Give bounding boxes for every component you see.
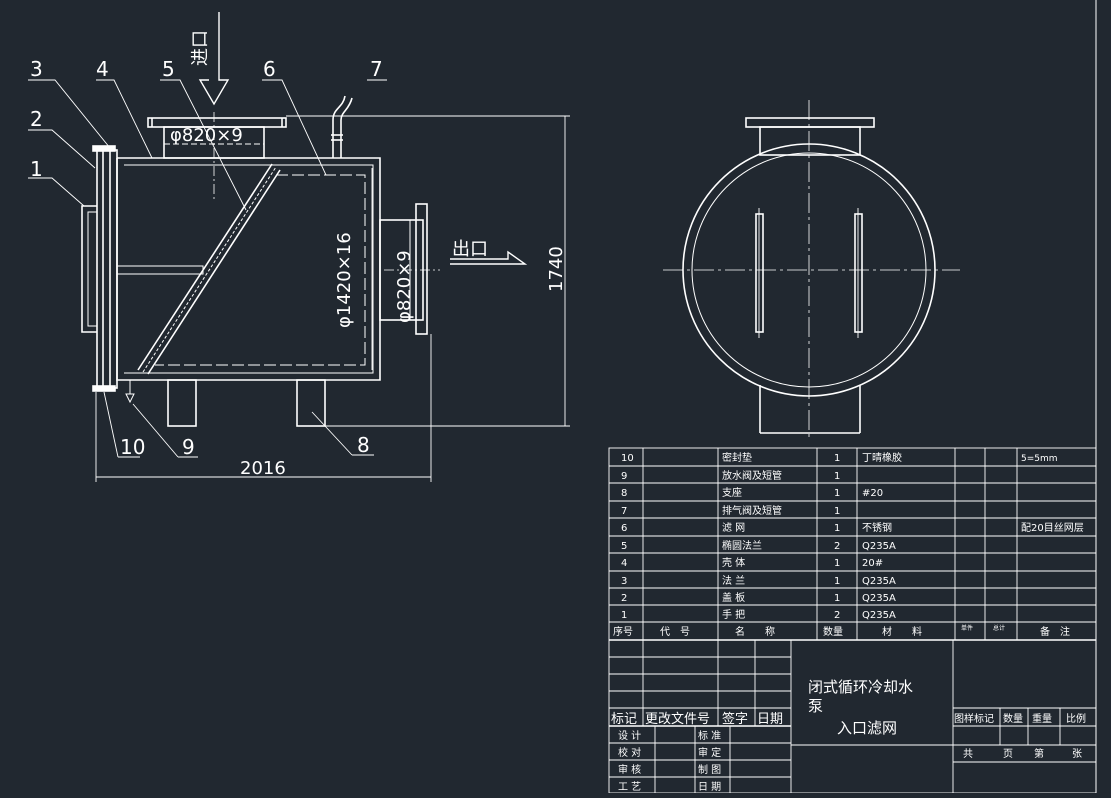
title-line-1: 闭式循环冷却水 xyxy=(808,678,913,696)
row6-no: 6 xyxy=(621,523,627,534)
row6-qty: 1 xyxy=(834,523,840,534)
row5-name: 椭圆法兰 xyxy=(722,539,762,552)
row8-no: 8 xyxy=(621,488,627,499)
row10-no: 10 xyxy=(621,453,634,464)
parts-table xyxy=(608,447,1097,794)
label-date: 日 期 xyxy=(698,781,721,793)
outlet-label: 出口 xyxy=(452,239,488,260)
row10-name: 密封垫 xyxy=(722,451,752,464)
row8-name: 支座 xyxy=(722,486,742,499)
row7-qty: 1 xyxy=(834,506,840,517)
row9-qty: 1 xyxy=(834,471,840,482)
label-design: 设 计 xyxy=(618,729,641,742)
callout-6: 6 xyxy=(263,57,276,81)
row1-material: Q235A xyxy=(862,610,896,621)
side-view xyxy=(663,100,960,440)
callout-8: 8 xyxy=(357,433,370,457)
callout-10: 10 xyxy=(120,435,145,459)
rev-label-date: 日期 xyxy=(757,712,783,727)
dim-inlet-pipe: φ820×9 xyxy=(170,125,243,146)
dim-length: 2016 xyxy=(240,458,286,479)
row7-name: 排气阀及短管 xyxy=(722,504,782,517)
label-standard: 标 准 xyxy=(698,730,721,742)
header-remark: 备 注 xyxy=(1040,625,1070,638)
dim-height: 1740 xyxy=(546,246,567,292)
row9-name: 放水阀及短管 xyxy=(722,469,782,482)
row3-material: Q235A xyxy=(862,576,896,587)
row2-qty: 1 xyxy=(834,593,840,604)
row4-name: 壳 体 xyxy=(722,556,745,569)
label-sheet-no: 第 xyxy=(1034,747,1044,760)
dimension-lines xyxy=(95,115,570,482)
row7-no: 7 xyxy=(621,506,627,517)
rev-label-doc: 更改文件号 xyxy=(645,712,710,727)
inlet-label: 进口 xyxy=(190,30,211,66)
label-pages: 页 xyxy=(1003,748,1013,760)
title-line-2: 泵 xyxy=(808,697,823,715)
callout-7: 7 xyxy=(370,57,383,81)
label-stage-scale: 比例 xyxy=(1066,712,1086,725)
row1-no: 1 xyxy=(621,610,627,621)
callout-1: 1 xyxy=(30,157,43,181)
row6-material: 不锈钢 xyxy=(862,521,892,534)
dim-shell: φ1420×16 xyxy=(334,232,355,328)
header-material: 材 料 xyxy=(882,625,922,638)
label-approve: 审 定 xyxy=(698,746,721,759)
title-block-text: 闭式循环冷却水 泵 入口滤网 标记 更改文件号 签字 日期 设 计 校 对 审 … xyxy=(611,678,1086,793)
row10-material: 丁晴橡胶 xyxy=(862,451,902,464)
callout-2: 2 xyxy=(30,107,43,131)
row3-no: 3 xyxy=(621,576,627,587)
row5-material: Q235A xyxy=(862,541,896,552)
header-no: 序号 xyxy=(613,625,633,638)
inlet-arrow-icon xyxy=(198,12,230,106)
label-stage-mark: 图样标记 xyxy=(954,712,994,725)
header-unit-weight: 单件 xyxy=(961,624,973,632)
callout-3: 3 xyxy=(30,57,43,81)
label-review: 审 核 xyxy=(618,763,641,776)
row2-no: 2 xyxy=(621,593,627,604)
row6-remark: 配20目丝网层 xyxy=(1021,522,1084,534)
row2-name: 盖 板 xyxy=(722,591,745,604)
row8-material: #20 xyxy=(862,488,883,499)
row4-no: 4 xyxy=(621,558,627,569)
row3-name: 法 兰 xyxy=(722,574,745,587)
header-name: 名 称 xyxy=(735,625,775,638)
outlet-arrow-icon xyxy=(450,250,528,265)
row4-material: 20# xyxy=(862,558,883,569)
row4-qty: 1 xyxy=(834,558,840,569)
row2-material: Q235A xyxy=(862,593,896,604)
row10-qty: 1 xyxy=(834,453,840,464)
row6-name: 滤 网 xyxy=(722,521,745,534)
header-code: 代 号 xyxy=(660,626,690,638)
dim-outlet-pipe: φ820×9 xyxy=(394,250,415,323)
row9-no: 9 xyxy=(621,471,627,482)
row1-name: 手 把 xyxy=(722,608,745,621)
callout-4: 4 xyxy=(96,57,109,81)
row8-qty: 1 xyxy=(834,488,840,499)
label-stage-qty: 数量 xyxy=(1003,712,1023,725)
label-draw: 制 图 xyxy=(698,763,721,776)
row1-qty: 2 xyxy=(834,610,840,621)
rev-label-sign: 签字 xyxy=(722,711,748,727)
header-qty: 数量 xyxy=(823,625,843,638)
callout-leaders xyxy=(28,79,387,458)
callout-9: 9 xyxy=(182,435,195,459)
label-total: 共 xyxy=(963,748,973,760)
row5-no: 5 xyxy=(621,541,627,552)
label-check: 校 对 xyxy=(618,746,641,759)
parts-table-text: 10 密封垫 1 丁晴橡胶 5=5mm 9 放水阀及短管 1 8 支座 1 #2… xyxy=(613,451,1084,638)
label-sheets: 张 xyxy=(1072,748,1082,760)
row5-qty: 2 xyxy=(834,541,840,552)
front-view xyxy=(81,95,440,427)
callout-5: 5 xyxy=(162,57,175,81)
row10-remark: 5=5mm xyxy=(1021,454,1058,464)
title-line-3: 入口滤网 xyxy=(837,719,897,737)
header-total-weight: 总计 xyxy=(993,624,1005,632)
rev-label-mark: 标记 xyxy=(611,712,637,727)
label-stage-weight: 重量 xyxy=(1032,712,1052,725)
row3-qty: 1 xyxy=(834,576,840,587)
label-process: 工 艺 xyxy=(618,781,641,793)
